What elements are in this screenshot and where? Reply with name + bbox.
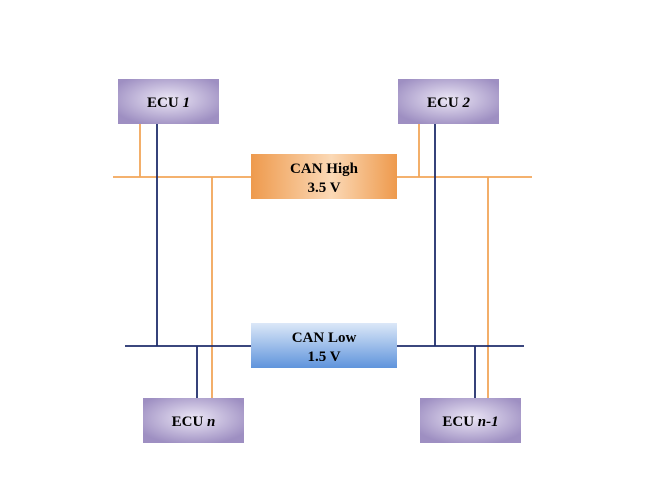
ecu-1-label: ECU 1: [147, 95, 190, 111]
can-high-box: CAN High 3.5 V: [251, 154, 397, 199]
can-low-label: CAN Low: [292, 330, 357, 346]
ecu-n-label: ECU n: [172, 414, 216, 430]
ecu-2-box: ECU 2: [398, 79, 499, 124]
can-low-wires: [125, 124, 524, 400]
can-high-voltage: 3.5 V: [307, 180, 340, 196]
can-high-label: CAN High: [290, 161, 359, 177]
ecu-n-box: ECU n: [143, 398, 244, 443]
can-low-box: CAN Low 1.5 V: [251, 323, 397, 368]
can-high-wires: [113, 124, 532, 400]
can-low-voltage: 1.5 V: [307, 349, 340, 365]
ecu-1-box: ECU 1: [118, 79, 219, 124]
ecu-n-1-box: ECU n-1: [420, 398, 521, 443]
ecu-2-label: ECU 2: [427, 95, 470, 111]
ecu-n-1-label: ECU n-1: [442, 414, 498, 430]
